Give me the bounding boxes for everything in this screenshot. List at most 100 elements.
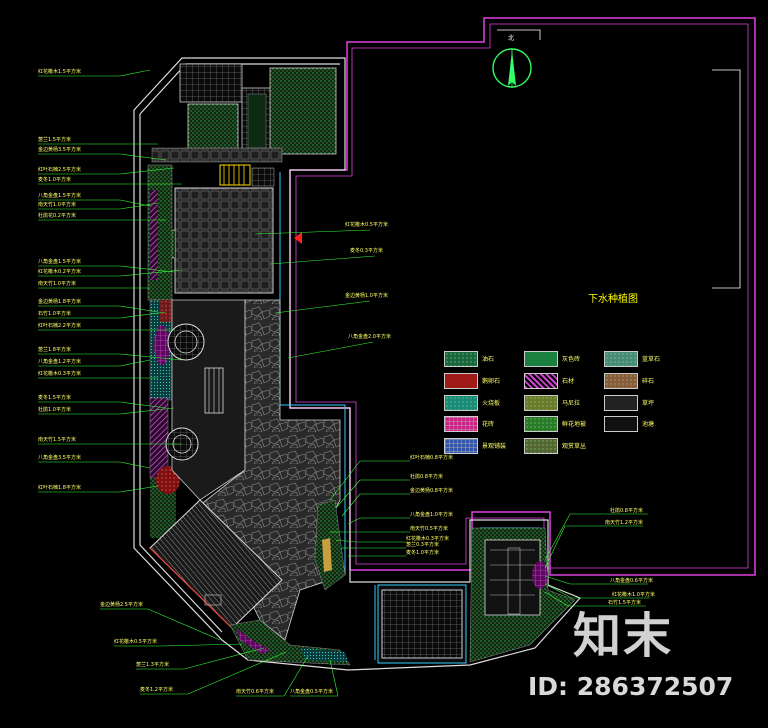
leader-line — [544, 591, 569, 607]
north-label: 北 — [508, 35, 515, 42]
leader-line — [544, 525, 566, 569]
leader-line — [119, 407, 175, 415]
callout-left: 南天竹1.0平方米 — [38, 281, 76, 287]
watermark-id: ID: 286372507 — [528, 672, 734, 701]
leader-line — [147, 608, 221, 641]
callout-bottom: 红花檵木0.5平方米 — [114, 639, 157, 645]
leader-line — [119, 269, 183, 277]
legend-label: 观赏草丛 — [562, 443, 587, 450]
legend-item: 油石 — [444, 351, 556, 367]
leader-line — [119, 485, 159, 493]
leader-line — [341, 493, 361, 517]
leader-line — [119, 359, 151, 367]
callout-right: 杜鹃0.8平方米 — [410, 474, 443, 480]
legend-item: 鹅卵石 — [444, 373, 556, 389]
callout-right: 南天竹1.2平方米 — [605, 520, 643, 526]
inner-wall-lines — [497, 29, 741, 289]
legend-swatch — [444, 373, 478, 389]
courtyard-top — [151, 63, 337, 163]
legend-swatch — [604, 395, 638, 411]
callout-left: 南天竹1.5平方米 — [38, 437, 76, 443]
legend-swatch — [524, 438, 558, 454]
legend-label: 马尼拉 — [562, 400, 581, 407]
plan-title: 下水种植图 — [588, 294, 638, 305]
leader-line — [119, 311, 167, 319]
pergola — [219, 164, 275, 187]
callout-left: 红叶石楠2.2平方米 — [38, 323, 81, 329]
legend-item: 石材 — [524, 373, 636, 389]
callout-left: 红花檵木1.5平方米 — [38, 69, 81, 75]
legend-swatch — [524, 351, 558, 367]
leader-lines — [38, 69, 650, 697]
legend-label: 碎石 — [642, 378, 655, 385]
legend-swatch — [524, 373, 558, 389]
callout-right: 麦冬1.0平方米 — [406, 550, 439, 556]
callout-center: 麦冬0.3平方米 — [350, 248, 383, 254]
callout-right: 金边黄杨0.8平方米 — [410, 488, 453, 494]
leader-line — [329, 659, 339, 697]
legend-label: 草坪 — [642, 400, 655, 407]
callout-bottom: 金边黄杨2.5平方米 — [100, 602, 143, 608]
leader-line — [119, 265, 175, 273]
legend-swatch — [444, 395, 478, 411]
callout-left: 杜鹃1.0平方米 — [38, 407, 71, 413]
callout-right: 石竹1.5平方米 — [608, 600, 641, 606]
legend-swatch — [524, 395, 558, 411]
callout-left: 八角金盘1.2平方米 — [38, 359, 81, 365]
legend-swatch — [604, 416, 638, 432]
legend-item: 碎石 — [604, 373, 716, 389]
leader-line — [119, 461, 151, 469]
leader-line — [119, 401, 167, 409]
legend-swatch — [444, 416, 478, 432]
callout-right: 红花檵木0.3平方米 — [406, 536, 449, 542]
legend-item: 草坪 — [604, 395, 716, 411]
legend-item: 马尼拉 — [524, 395, 636, 411]
callout-left: 金边黄杨3.5平方米 — [38, 147, 81, 153]
callout-center: 红花檵木0.5平方米 — [345, 222, 388, 228]
leader-line — [187, 651, 287, 695]
leader-line — [347, 517, 361, 525]
leader-line — [119, 305, 159, 313]
wood-deck — [149, 499, 283, 629]
legend-label: 鹅卵石 — [482, 378, 501, 385]
legend-item: 池塘 — [604, 416, 716, 432]
legend-label: 火烧板 — [482, 400, 501, 407]
leader-line — [544, 575, 571, 585]
callout-left: 八角金盘1.5平方米 — [38, 193, 81, 199]
callout-right: 南天竹0.5平方米 — [410, 526, 448, 532]
legend-label: 油石 — [482, 356, 495, 363]
legend-label: 蓝草石 — [642, 356, 661, 363]
leader-line — [183, 647, 265, 670]
leader-line — [119, 202, 159, 210]
leader-line — [335, 539, 357, 543]
leader-line — [161, 643, 243, 647]
callout-bottom: 葱兰1.3平方米 — [136, 662, 169, 668]
callout-right: 红叶石楠0.8平方米 — [410, 455, 453, 461]
legend-swatch — [604, 373, 638, 389]
legend-swatch — [444, 351, 478, 367]
callout-left: 石竹1.0平方米 — [38, 311, 71, 317]
legend-item: 蓝草石 — [604, 351, 716, 367]
legend-label: 鲜花地被 — [562, 421, 587, 428]
leader-line — [119, 167, 175, 175]
leader-line — [287, 341, 374, 359]
callout-left: 葱兰1.8平方米 — [38, 347, 71, 353]
red-marker — [294, 232, 302, 244]
callout-left: 红花檵木0.3平方米 — [38, 371, 81, 377]
legend-item: 鲜花地被 — [524, 416, 636, 432]
leader-line — [269, 255, 376, 265]
callout-bottom: 南天竹0.6平方米 — [236, 689, 274, 695]
callout-right: 八角金盘0.6平方米 — [610, 578, 653, 584]
legend-item: 灰色砖 — [524, 351, 636, 367]
callout-left: 八角金盘3.5平方米 — [38, 455, 81, 461]
callout-left: 麦冬1.5平方米 — [38, 395, 71, 401]
legend-item: 火烧板 — [444, 395, 556, 411]
right-planting — [469, 527, 576, 663]
leader-line — [254, 229, 371, 235]
callout-right: 八角金盘1.0平方米 — [410, 512, 453, 518]
grid-pool — [377, 584, 467, 664]
legend-label: 灰色砖 — [562, 356, 581, 363]
callout-left: 红叶石楠2.5平方米 — [38, 167, 81, 173]
leader-line — [274, 300, 371, 314]
callout-bottom: 麦冬1.2平方米 — [140, 687, 173, 693]
